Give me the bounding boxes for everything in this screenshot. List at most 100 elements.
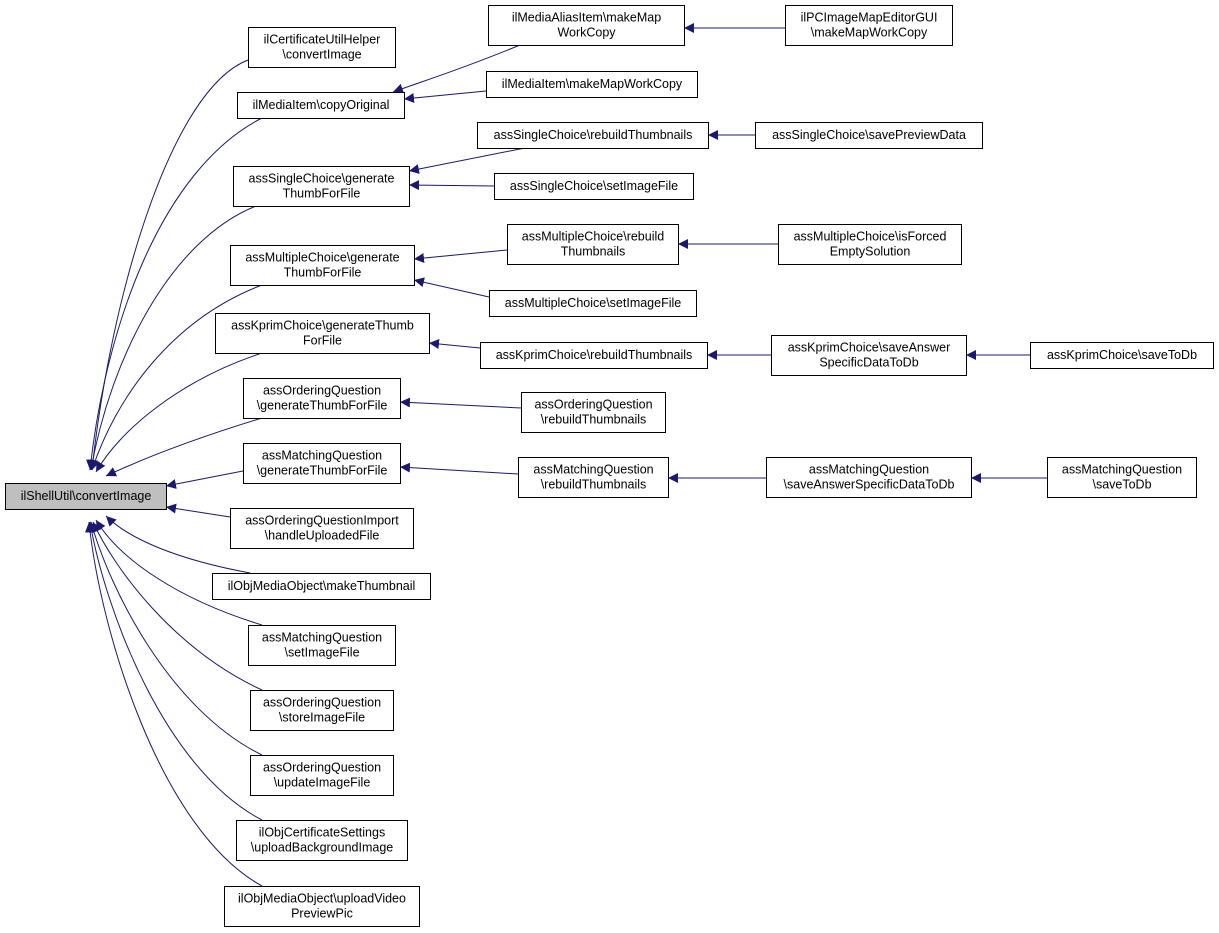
node-label-line: \convertImage [282, 48, 361, 62]
node-kp_savedb[interactable]: assKprimChoice\saveToDb [1030, 342, 1214, 369]
node-label-line: assSingleChoice\setImageFile [510, 179, 678, 193]
edge-omo_vid-to-root [85, 521, 263, 887]
node-mc_reb[interactable]: assMultipleChoice\rebuildThumbnails [507, 224, 679, 265]
node-label-line: WorkCopy [557, 26, 616, 40]
node-label-line: assKprimChoice\generateThumb [231, 319, 414, 333]
node-label-line: ilObjCertificateSettings [259, 826, 385, 840]
node-label-line: \makeMapWorkCopy [811, 26, 928, 40]
node-label-line: \saveToDb [1092, 478, 1151, 492]
edge-sc_reb-to-sc_gen [408, 147, 526, 174]
node-box [489, 290, 697, 317]
node-box [486, 71, 698, 98]
edge-mq_set-to-root [95, 519, 263, 626]
node-sc_prev[interactable]: assSingleChoice\savePreviewData [755, 122, 983, 149]
node-label-line: EmptySolution [830, 245, 911, 259]
node-mc_set[interactable]: assMultipleChoice\setImageFile [489, 290, 697, 317]
node-pcimg[interactable]: ilPCImageMapEditorGUI\makeMapWorkCopy [785, 5, 953, 46]
node-oq_store[interactable]: assOrderingQuestion\storeImageFile [250, 690, 394, 731]
node-box [248, 27, 396, 68]
node-oqi[interactable]: assOrderingQuestionImport\handleUploaded… [230, 508, 414, 549]
node-box [5, 483, 167, 510]
node-kp_saveans[interactable]: assKprimChoice\saveAnswerSpecificDataToD… [771, 335, 967, 376]
node-label-line: assSingleChoice\rebuildThumbnails [494, 128, 693, 142]
node-label-line: ilMediaItem\copyOriginal [253, 98, 390, 112]
node-box [785, 5, 953, 46]
node-mi_map[interactable]: ilMediaItem\makeMapWorkCopy [486, 71, 698, 98]
edge-sc_gen-to-root [87, 205, 257, 471]
edge-omo_thumb-to-root [105, 515, 251, 574]
node-label-line: Thumbnails [561, 245, 626, 259]
edge-mc_set-to-mc_gen [413, 277, 490, 298]
edge-oq_reb-to-oq_gen [399, 397, 522, 409]
node-label-line: assMatchingQuestion [533, 463, 653, 477]
node-box [212, 573, 431, 600]
node-label-line: ThumbForFile [283, 187, 361, 201]
node-label-line: assOrderingQuestion [534, 398, 652, 412]
node-box [778, 224, 962, 265]
node-box [243, 378, 401, 419]
edge-oq_gen-to-root [105, 417, 263, 477]
node-label-line: \updateImageFile [274, 776, 371, 790]
node-box [250, 755, 394, 796]
node-ocs[interactable]: ilObjCertificateSettings\uploadBackgroun… [236, 820, 408, 861]
node-box [1030, 342, 1214, 369]
node-label-line: ilPCImageMapEditorGUI [801, 11, 938, 25]
node-omo_thumb[interactable]: ilObjMediaObject\makeThumbnail [212, 573, 431, 600]
node-box [480, 342, 708, 369]
node-oq_upd[interactable]: assOrderingQuestion\updateImageFile [250, 755, 394, 796]
edge-oqi-to-root [165, 503, 231, 518]
node-label-line: ilObjMediaObject\makeThumbnail [228, 579, 416, 593]
node-mq_gen[interactable]: assMatchingQuestion\generateThumbForFile [243, 443, 401, 484]
node-label-line: ilShellUtil\convertImage [21, 489, 152, 503]
node-label-line: \uploadBackgroundImage [251, 841, 394, 855]
node-mi_copy[interactable]: ilMediaItem\copyOriginal [237, 92, 405, 119]
node-mq_savedb[interactable]: assMatchingQuestion\saveToDb [1047, 457, 1197, 498]
node-sc_set[interactable]: assSingleChoice\setImageFile [494, 173, 694, 200]
edge-cert-to-root [88, 59, 249, 471]
node-label-line: \rebuildThumbnails [541, 413, 647, 427]
node-box [477, 122, 709, 149]
node-label-line: assOrderingQuestion [263, 696, 381, 710]
node-mq_saveans[interactable]: assMatchingQuestion\saveAnswerSpecificDa… [766, 457, 972, 498]
node-box [1047, 457, 1197, 498]
node-box [230, 508, 414, 549]
node-label-line: ilObjMediaObject\uploadVideo [238, 892, 406, 906]
node-box [248, 625, 396, 666]
node-label-line: \storeImageFile [279, 711, 365, 725]
node-box [771, 335, 967, 376]
node-box [755, 122, 983, 149]
node-mq_set[interactable]: assMatchingQuestion\setImageFile [248, 625, 396, 666]
node-mai[interactable]: ilMediaAliasItem\makeMapWorkCopy [488, 5, 685, 46]
node-cert[interactable]: ilCertificateUtilHelper\convertImage [248, 27, 396, 68]
node-oq_reb[interactable]: assOrderingQuestion\rebuildThumbnails [521, 392, 666, 433]
node-label-line: \generateThumbForFile [257, 399, 388, 413]
edge-mi_map-to-mi_copy [403, 90, 487, 104]
node-mc_gen[interactable]: assMultipleChoice\generateThumbForFile [230, 245, 415, 286]
node-label-line: assMultipleChoice\generate [245, 251, 399, 265]
node-label-line: assKprimChoice\rebuildThumbnails [496, 348, 693, 362]
edge-mai-to-mi_copy [392, 44, 521, 94]
node-box [230, 245, 415, 286]
node-sc_gen[interactable]: assSingleChoice\generateThumbForFile [233, 166, 410, 207]
node-box [215, 313, 430, 354]
edge-ocs-to-root [86, 521, 263, 821]
edge-sc_set-to-sc_gen [408, 180, 495, 191]
node-oq_gen[interactable]: assOrderingQuestion\generateThumbForFile [243, 378, 401, 419]
node-kp_gen[interactable]: assKprimChoice\generateThumbForFile [215, 313, 430, 354]
node-sc_reb[interactable]: assSingleChoice\rebuildThumbnails [477, 122, 709, 149]
node-label-line: assKprimChoice\saveAnswer [788, 341, 951, 355]
node-label-line: assMatchingQuestion [1062, 463, 1182, 477]
node-label-line: \rebuildThumbnails [541, 478, 647, 492]
node-label-line: ilCertificateUtilHelper [264, 33, 381, 47]
node-mq_reb[interactable]: assMatchingQuestion\rebuildThumbnails [518, 457, 669, 498]
nodes-layer: ilShellUtil\convertImage ilCertificateUti… [5, 5, 1214, 927]
node-root[interactable]: ilShellUtil\convertImage [5, 483, 167, 510]
node-box [494, 173, 694, 200]
node-label-line: assMultipleChoice\setImageFile [505, 296, 682, 310]
node-kp_reb[interactable]: assKprimChoice\rebuildThumbnails [480, 342, 708, 369]
node-label-line: \saveAnswerSpecificDataToDb [784, 478, 955, 492]
node-label-line: assMultipleChoice\rebuild [522, 230, 664, 244]
edge-kp_reb-to-kp_gen [428, 338, 481, 349]
